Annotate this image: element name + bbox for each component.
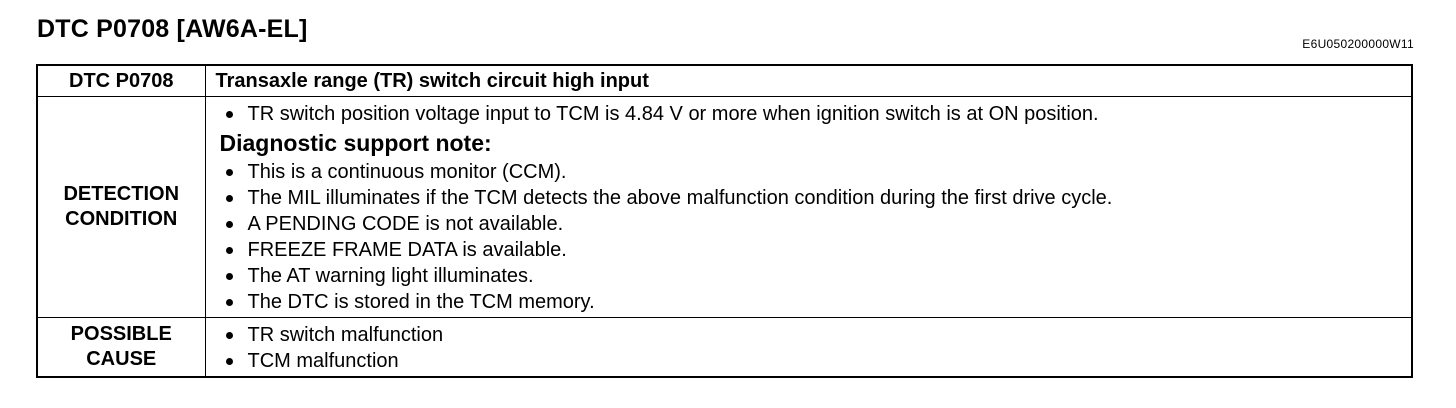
detection-condition-label: DETECTION CONDITION — [36, 96, 206, 318]
possible-cause-row: POSSIBLE CAUSE TR switch malfunction TCM… — [36, 317, 1413, 378]
dtc-code-cell: DTC P0708 — [36, 64, 206, 97]
list-item: A PENDING CODE is not available. — [220, 211, 1402, 237]
condition-list: TR switch position voltage input to TCM … — [220, 101, 1402, 127]
detection-label-line1: DETECTION — [63, 183, 180, 205]
list-item: FREEZE FRAME DATA is available. — [220, 237, 1402, 263]
header-row: DTC P0708 Transaxle range (TR) switch ci… — [36, 64, 1413, 97]
list-item: TCM malfunction — [220, 348, 1402, 374]
cause-label-line1: POSSIBLE — [70, 323, 172, 345]
detection-condition-row: DETECTION CONDITION TR switch position v… — [36, 96, 1413, 318]
possible-cause-content: TR switch malfunction TCM malfunction — [204, 317, 1413, 378]
dtc-table: DTC P0708 Transaxle range (TR) switch ci… — [36, 64, 1413, 378]
list-item: The DTC is stored in the TCM memory. — [220, 289, 1402, 315]
cause-list: TR switch malfunction TCM malfunction — [220, 322, 1402, 374]
page-title: DTC P0708 [AW6A-EL] — [37, 15, 308, 43]
possible-cause-label: POSSIBLE CAUSE — [36, 317, 206, 378]
support-note-list: This is a continuous monitor (CCM). The … — [220, 159, 1402, 315]
detection-label-line2: CONDITION — [65, 208, 178, 230]
list-item: The AT warning light illuminates. — [220, 263, 1402, 289]
detection-condition-content: TR switch position voltage input to TCM … — [204, 96, 1413, 318]
list-item: TR switch position voltage input to TCM … — [220, 101, 1402, 127]
list-item: This is a continuous monitor (CCM). — [220, 159, 1402, 185]
document-code: E6U050200000W11 — [1302, 37, 1414, 51]
list-item: TR switch malfunction — [220, 322, 1402, 348]
diagnostic-support-heading: Diagnostic support note: — [219, 130, 492, 156]
list-item: The MIL illuminates if the TCM detects t… — [220, 185, 1402, 211]
dtc-description-cell: Transaxle range (TR) switch circuit high… — [204, 64, 1413, 97]
cause-label-line2: CAUSE — [86, 348, 157, 370]
